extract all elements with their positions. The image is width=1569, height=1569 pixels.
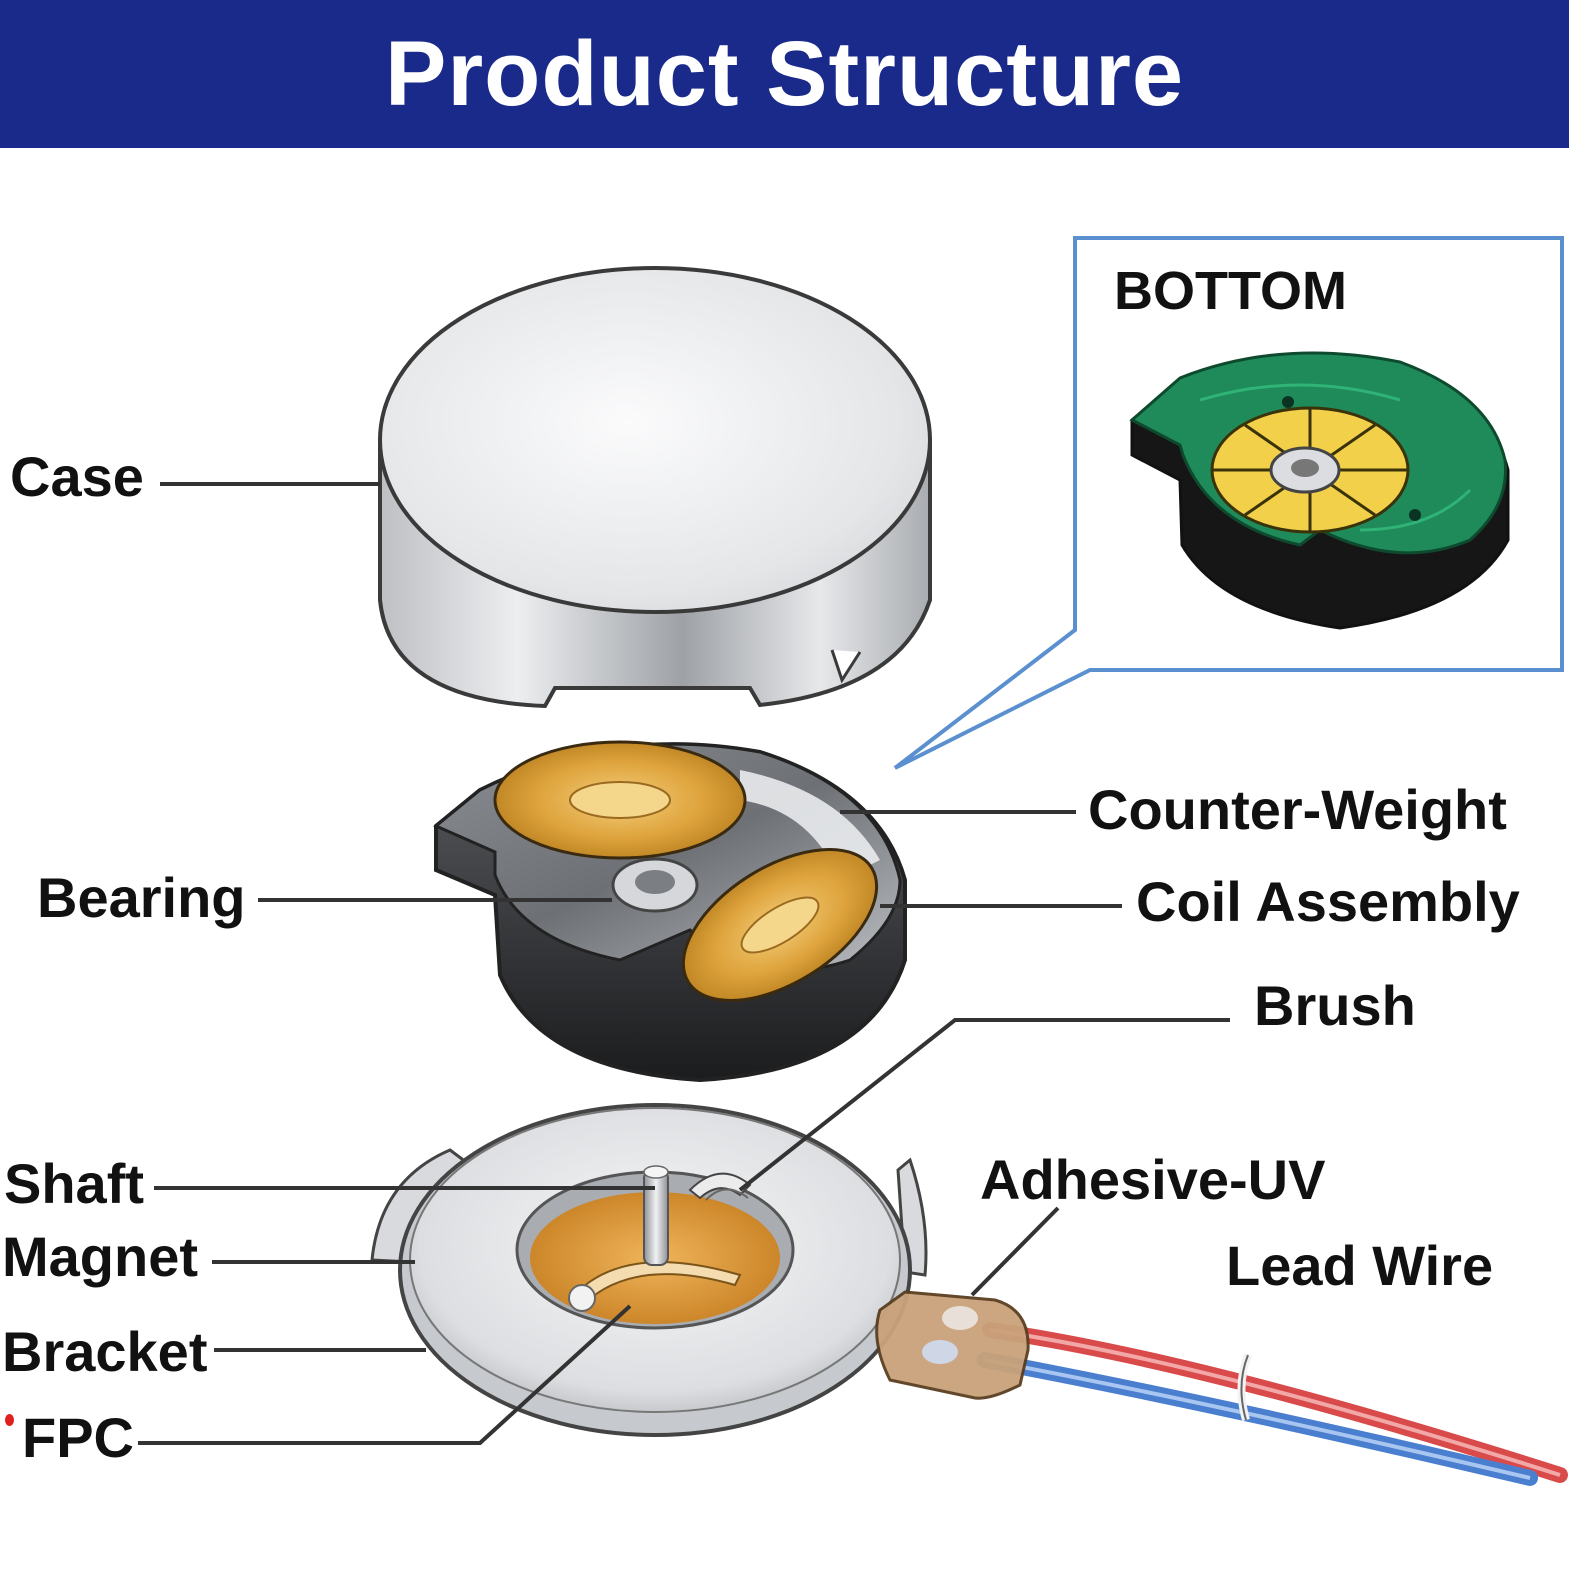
bracket-label: Bracket <box>2 1320 208 1383</box>
inset-title: BOTTOM <box>1114 261 1347 321</box>
page-title: Product Structure <box>384 22 1185 125</box>
leader-lines <box>138 482 1230 1445</box>
magnet-label: Magnet <box>2 1225 198 1288</box>
red-dot-marker <box>5 1414 14 1426</box>
rotor-part <box>433 740 907 1083</box>
case-part <box>378 266 932 709</box>
lead-wire-label: Lead Wire <box>1226 1234 1494 1297</box>
coil-assembly-label: Coil Assembly <box>1136 870 1520 933</box>
adhesive-uv-label: Adhesive-UV <box>980 1148 1326 1211</box>
bearing-label: Bearing <box>37 866 246 929</box>
base-part <box>370 1103 928 1437</box>
brush-leader-line <box>738 1018 1230 1192</box>
lead-wire-part <box>875 1290 1568 1486</box>
brush-label: Brush <box>1254 974 1416 1037</box>
adhesive-uv-leader-line <box>970 1206 1060 1297</box>
fpc-leader-line <box>138 1304 632 1445</box>
counter-weight-label: Counter-Weight <box>1088 778 1507 841</box>
bottom-inset <box>893 236 1564 770</box>
shaft-label: Shaft <box>4 1152 144 1215</box>
case-label: Case <box>10 445 144 508</box>
title-banner: Product Structure <box>0 0 1569 148</box>
fpc-label: FPC <box>22 1406 134 1469</box>
